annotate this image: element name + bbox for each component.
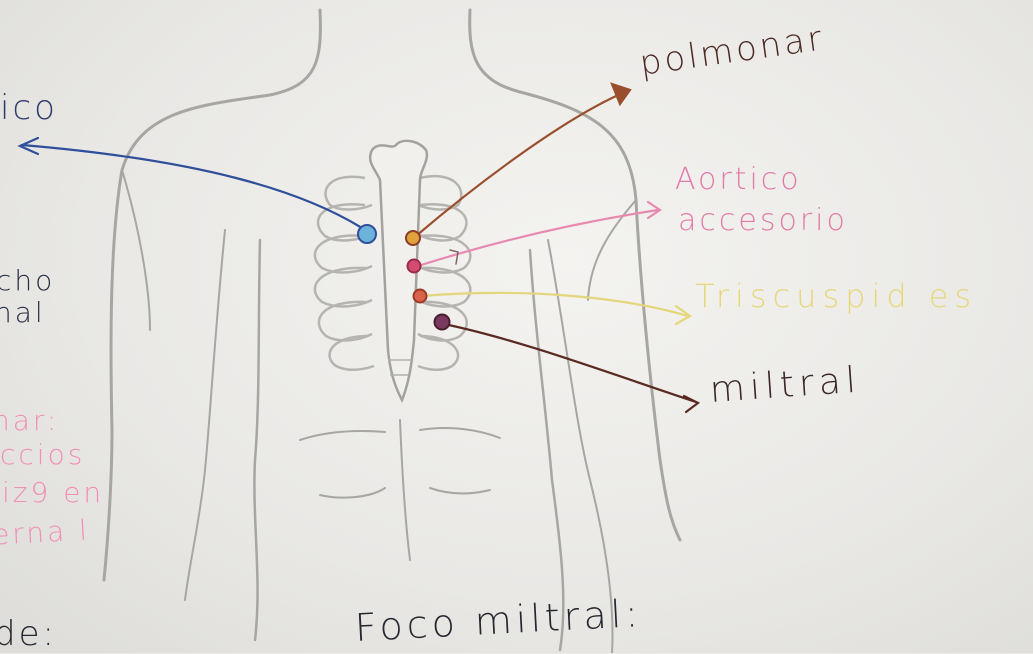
left-pink-note-line3: iz9 en	[2, 476, 104, 509]
mitral-arrow-line	[444, 324, 696, 402]
left-note-line2: nal	[0, 296, 46, 329]
aortic-accessory-focus-dot	[408, 260, 421, 273]
aortic-focus-dot	[358, 225, 376, 243]
left-note-line1: cho	[0, 264, 55, 297]
left-pink-note-line1: nar:	[0, 404, 59, 437]
bottom-left-heading: de:	[0, 614, 57, 654]
pulmonary-focus-dot	[406, 231, 420, 245]
tricuspid-focus-dot	[414, 290, 427, 303]
pulmonary-arrowhead	[612, 84, 630, 104]
left-pink-note-line2: ccios	[0, 438, 85, 471]
pulmonary-arrow-line	[416, 92, 625, 236]
aortic-accessory-label-line1: Aortico	[675, 162, 802, 197]
tricuspid-label: Triscuspid es	[695, 277, 977, 315]
left-pink-note-line4: erna l	[0, 513, 91, 551]
aortic-accessory-label-line2: accesorio	[678, 203, 848, 238]
mitral-focus-dot	[435, 315, 450, 330]
left-aortic-label-fragment: ico	[0, 88, 58, 128]
aortic-arrow-line	[22, 145, 362, 228]
